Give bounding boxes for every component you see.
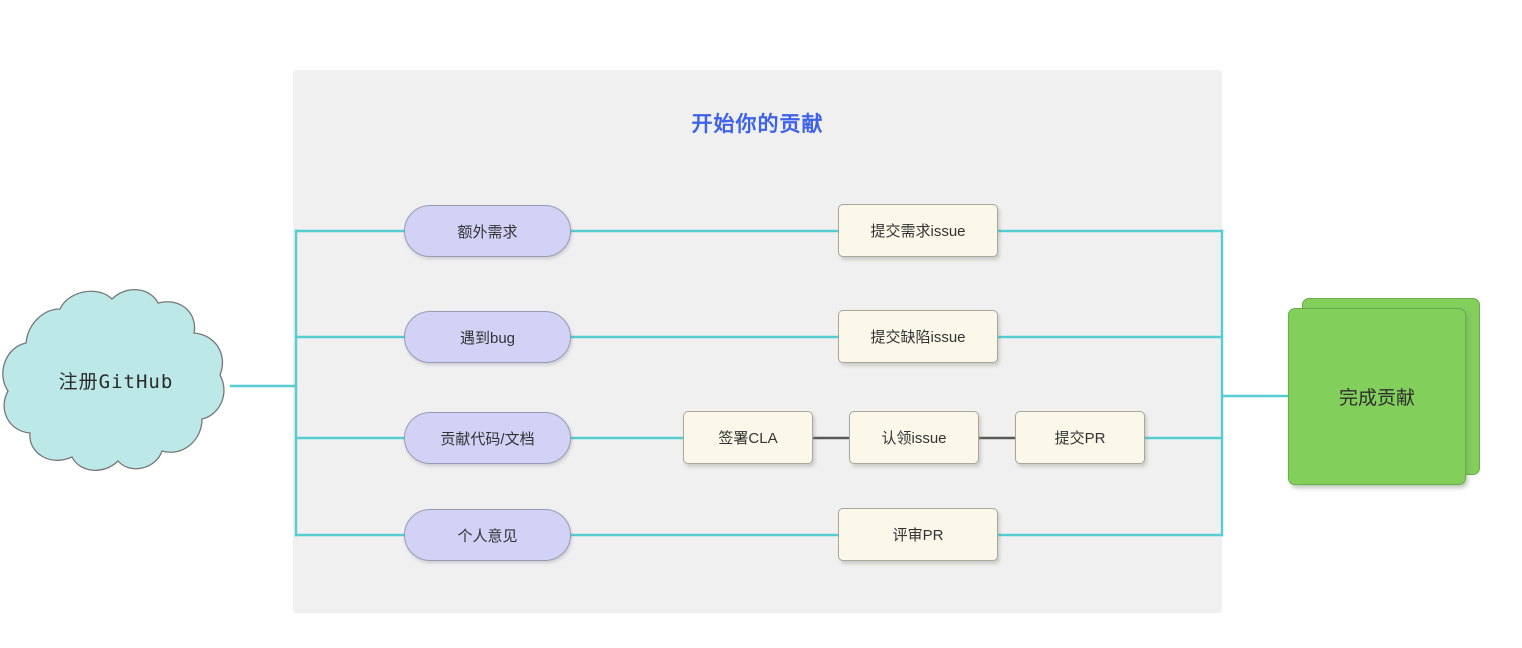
trigger-label: 贡献代码/文档: [440, 430, 535, 448]
chain-label: 提交PR: [1054, 430, 1106, 447]
action-node-submit-bug-issue[interactable]: 提交缺陷issue: [838, 310, 998, 363]
trigger-node-personal-opinion[interactable]: 个人意见: [404, 509, 571, 561]
trigger-label: 额外需求: [457, 223, 518, 241]
action-label: 提交需求issue: [870, 223, 966, 240]
trigger-node-bug[interactable]: 遇到bug: [404, 311, 571, 363]
chain-node-submit-pr[interactable]: 提交PR: [1015, 411, 1145, 464]
trigger-node-extra-requirement[interactable]: 额外需求: [404, 205, 571, 257]
action-label: 提交缺陷issue: [870, 329, 966, 346]
action-label: 评审PR: [892, 527, 944, 544]
chain-node-claim-issue[interactable]: 认领issue: [849, 411, 979, 464]
trigger-label: 个人意见: [457, 527, 518, 545]
trigger-node-contribute-code[interactable]: 贡献代码/文档: [404, 412, 571, 464]
action-node-submit-feature-issue[interactable]: 提交需求issue: [838, 204, 998, 257]
chain-label: 认领issue: [881, 430, 947, 447]
chain-label: 签署CLA: [718, 430, 778, 447]
page-title: 开始你的贡献: [691, 113, 824, 136]
chain-node-sign-cla[interactable]: 签署CLA: [683, 411, 813, 464]
start-node-label: 注册GitHub: [58, 370, 174, 393]
start-node-cloud[interactable]: 注册GitHub: [0, 285, 230, 475]
cloud-shape-icon: [2, 289, 225, 471]
action-node-review-pr[interactable]: 评审PR: [838, 508, 998, 561]
end-node-label: 完成贡献: [1338, 388, 1415, 409]
end-node-complete-contribution[interactable]: 完成贡献: [1288, 298, 1488, 488]
trigger-label: 遇到bug: [459, 329, 516, 347]
stack-sheet-front: [1288, 308, 1466, 485]
